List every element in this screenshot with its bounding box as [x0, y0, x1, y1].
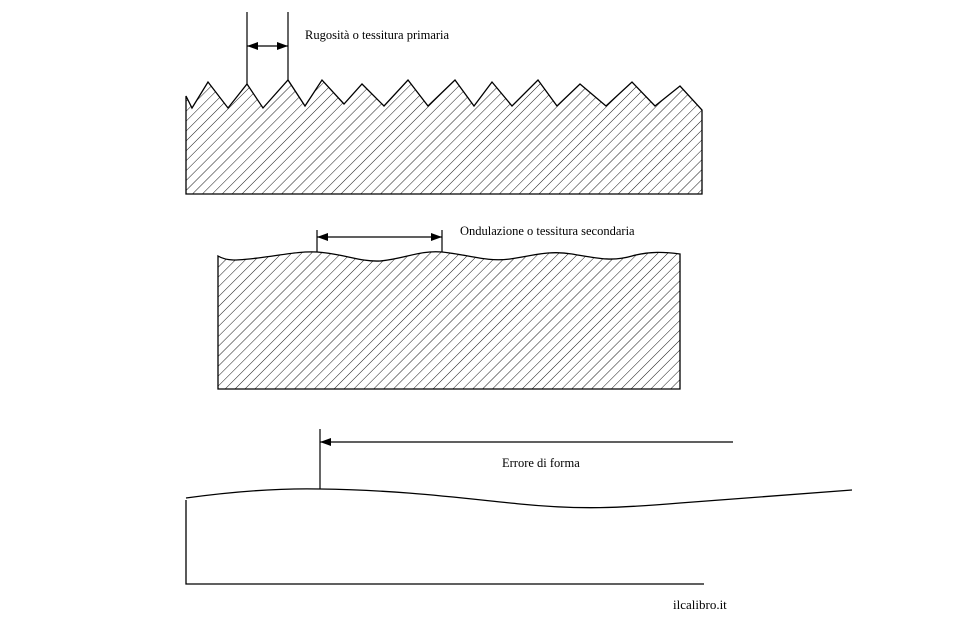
form-error-label: Errore di forma [502, 456, 580, 470]
waviness-label: Ondulazione o tessitura secondaria [460, 224, 635, 238]
roughness-profile [185, 78, 703, 195]
form-error-body [185, 500, 704, 585]
source-credit: ilcalibro.it [673, 597, 727, 612]
form-error-panel: Errore di forma [185, 429, 853, 585]
roughness-arrowhead-left [247, 42, 258, 50]
waviness-panel: Ondulazione o tessitura secondaria [217, 224, 681, 390]
form-error-profile [185, 488, 853, 509]
waviness-arrowhead-right [431, 233, 442, 241]
roughness-panel: Rugosità o tessitura primaria [185, 12, 703, 195]
roughness-label: Rugosità o tessitura primaria [305, 28, 450, 42]
roughness-arrowhead-right [277, 42, 288, 50]
waviness-arrowhead-left [317, 233, 328, 241]
form-error-arrowhead [320, 438, 331, 446]
waviness-profile [217, 251, 681, 390]
